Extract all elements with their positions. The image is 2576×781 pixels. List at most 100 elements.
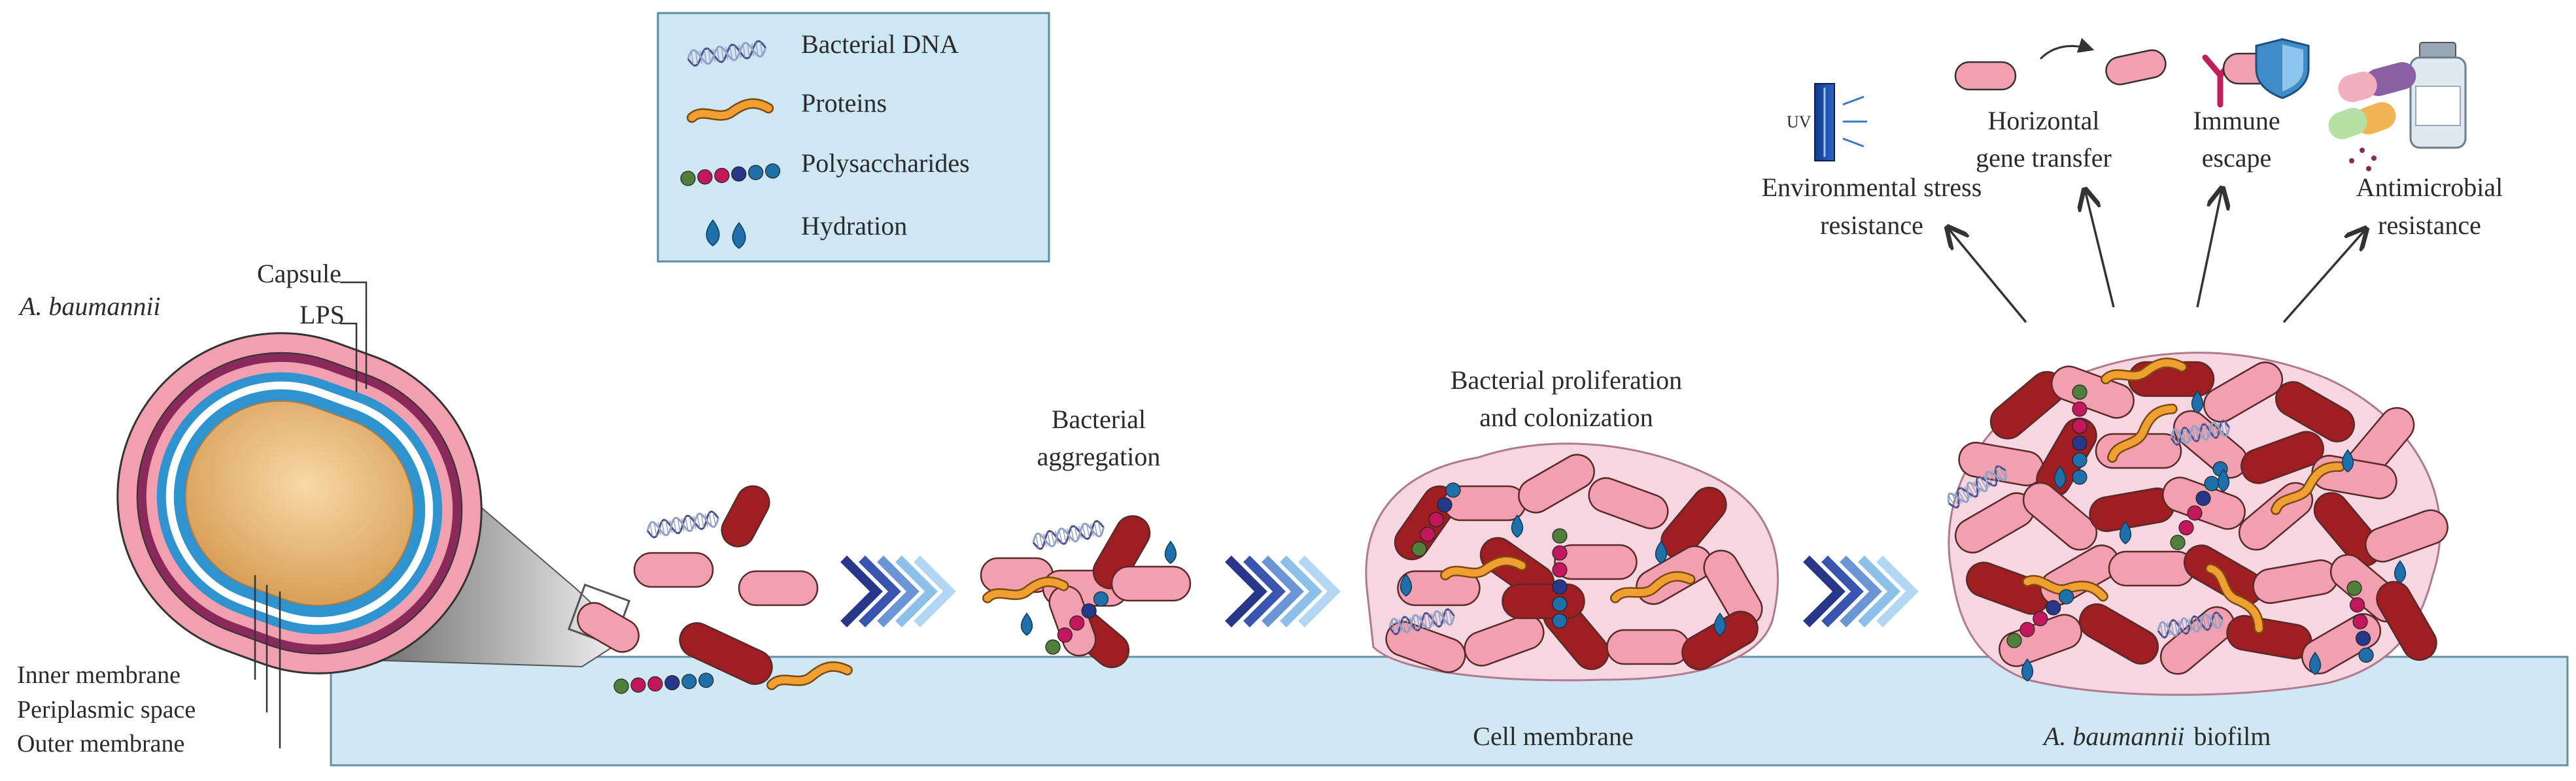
water-droplet-icon bbox=[2341, 449, 2354, 473]
water-droplet-icon bbox=[2309, 652, 2322, 675]
dna-helix-icon bbox=[1947, 465, 2007, 509]
stage-chevron bbox=[859, 556, 901, 627]
water-droplet-icon bbox=[2119, 521, 2132, 544]
dna-helix-icon bbox=[646, 510, 719, 539]
aggregation-label-line1: Bacterial bbox=[1052, 405, 1146, 434]
amr-label-line1: Antimicrobial bbox=[2356, 173, 2503, 202]
immune-label-line1: Immune bbox=[2193, 106, 2280, 135]
species-label: A. baumannii bbox=[18, 291, 161, 321]
stage-chevron bbox=[1858, 556, 1900, 627]
protein-strand-icon bbox=[2023, 576, 2107, 600]
polysaccharide-chain-icon bbox=[613, 673, 714, 694]
bacterium-rod bbox=[2365, 509, 2448, 563]
water-droplet-icon bbox=[1511, 514, 1524, 538]
polysaccharide-chain-icon bbox=[2346, 580, 2374, 663]
water-droplet-icon bbox=[1400, 573, 1413, 597]
dna-helix-icon bbox=[687, 40, 767, 67]
water-droplet-icon bbox=[2394, 560, 2407, 584]
water-droplet-icon bbox=[1020, 612, 1033, 636]
protein-strand-icon bbox=[984, 578, 1068, 602]
uv-lamp-icon bbox=[1814, 83, 1867, 161]
hgt-label-line2: gene transfer bbox=[1976, 143, 2112, 173]
polysaccharide-chain-icon bbox=[2006, 589, 2074, 648]
polysaccharide-chain-icon bbox=[680, 163, 781, 186]
stage-chevron bbox=[840, 556, 883, 627]
protein-strand-icon bbox=[2102, 359, 2186, 383]
bacterium-rod bbox=[633, 552, 714, 588]
outer-membrane-label: Outer membrane bbox=[17, 730, 184, 757]
polysaccharide-chain-icon bbox=[2170, 461, 2228, 550]
scattered-bacteria-group bbox=[577, 485, 853, 694]
legend-icons bbox=[680, 40, 781, 249]
amr-label-line2: resistance bbox=[2378, 210, 2481, 240]
bacterium-rod bbox=[1110, 565, 1192, 602]
protein-strand-icon bbox=[688, 99, 772, 122]
protein-strand-icon bbox=[2108, 405, 2176, 461]
bacterium-rod bbox=[577, 602, 640, 653]
colonization-group bbox=[1365, 442, 1779, 682]
proliferation-label-line1: Bacterial proliferation bbox=[1451, 365, 1682, 395]
stage-arrows bbox=[840, 556, 1919, 627]
protein-strand-icon bbox=[2272, 463, 2344, 514]
water-droplet-icon bbox=[2021, 658, 2034, 682]
bacterium-rod bbox=[1660, 486, 1727, 559]
protein-strand-icon bbox=[1441, 557, 1526, 579]
dna-helix-icon bbox=[2170, 420, 2231, 446]
biofilm-word: biofilm bbox=[2194, 722, 2271, 751]
leader-lines bbox=[254, 281, 368, 748]
stage-chevron bbox=[1803, 556, 1846, 627]
water-droplet-icon bbox=[2217, 469, 2230, 492]
bacterium-rod bbox=[1092, 515, 1151, 590]
cell-membrane-label: Cell membrane bbox=[1473, 722, 1633, 751]
dna-helix-icon bbox=[1388, 608, 1455, 636]
stage-chevron bbox=[877, 556, 919, 627]
protein-strand-icon bbox=[1611, 573, 1694, 602]
hgt-label-line1: Horizontal bbox=[1987, 106, 2099, 135]
lps-label: LPS bbox=[300, 300, 345, 329]
immune-escape-icon bbox=[2202, 38, 2310, 108]
stage-chevron bbox=[1225, 556, 1267, 627]
water-droplet-icon bbox=[1713, 612, 1726, 636]
legend-label-polysaccharides: Polysaccharides bbox=[801, 148, 970, 178]
stage-chevron bbox=[1262, 556, 1304, 627]
biofilm-species: A. baumannii bbox=[2042, 722, 2185, 751]
bacterium-rod bbox=[1588, 477, 1669, 529]
dna-helix-icon bbox=[1032, 520, 1105, 550]
bacterium-rod bbox=[1606, 629, 1690, 665]
polysaccharide-chain-icon bbox=[1552, 528, 1568, 629]
water-droplet-icon bbox=[2053, 465, 2067, 489]
stage-chevron bbox=[1840, 556, 1882, 627]
bacterium-rod bbox=[2376, 580, 2437, 661]
water-droplet-icon bbox=[706, 219, 720, 246]
bacterium-closeup bbox=[116, 332, 631, 674]
water-droplet-icon bbox=[1655, 540, 1668, 564]
water-droplet-icon bbox=[1164, 540, 1177, 564]
biofilm-label: A. baumannii biofilm bbox=[2042, 722, 2271, 751]
bacterium-rod bbox=[1502, 583, 1585, 620]
stage-chevron bbox=[914, 556, 956, 627]
protein-strand-icon bbox=[768, 663, 851, 689]
bacterium-rod bbox=[738, 570, 819, 607]
stage-chevron bbox=[895, 556, 938, 627]
bacterium-rod bbox=[721, 485, 770, 548]
water-droplet-icon bbox=[732, 222, 746, 249]
capsule-label: Capsule bbox=[257, 259, 341, 288]
stage-chevron bbox=[1876, 556, 1919, 627]
uv-label: UV bbox=[1787, 112, 1812, 131]
bacterium-rod bbox=[2203, 361, 2284, 423]
bacterium-rod bbox=[1397, 570, 1481, 607]
bacterium-rod bbox=[2275, 381, 2356, 442]
gene-transfer-icon bbox=[1954, 37, 2167, 91]
bacterium-rod bbox=[1518, 454, 1595, 514]
polysaccharide-chain-icon bbox=[1045, 591, 1109, 655]
water-droplet-icon bbox=[2191, 390, 2204, 414]
stage-chevron bbox=[1280, 556, 1322, 627]
legend-label-dna: Bacterial DNA bbox=[801, 29, 959, 59]
proliferation-label-line2: and colonization bbox=[1479, 403, 1653, 432]
polysaccharide-chain-icon bbox=[2072, 384, 2087, 485]
polysaccharide-chain-icon bbox=[1411, 482, 1461, 557]
protein-strand-icon bbox=[2207, 565, 2263, 633]
biofilm-group bbox=[1947, 352, 2448, 696]
aggregation-group bbox=[980, 515, 1192, 669]
